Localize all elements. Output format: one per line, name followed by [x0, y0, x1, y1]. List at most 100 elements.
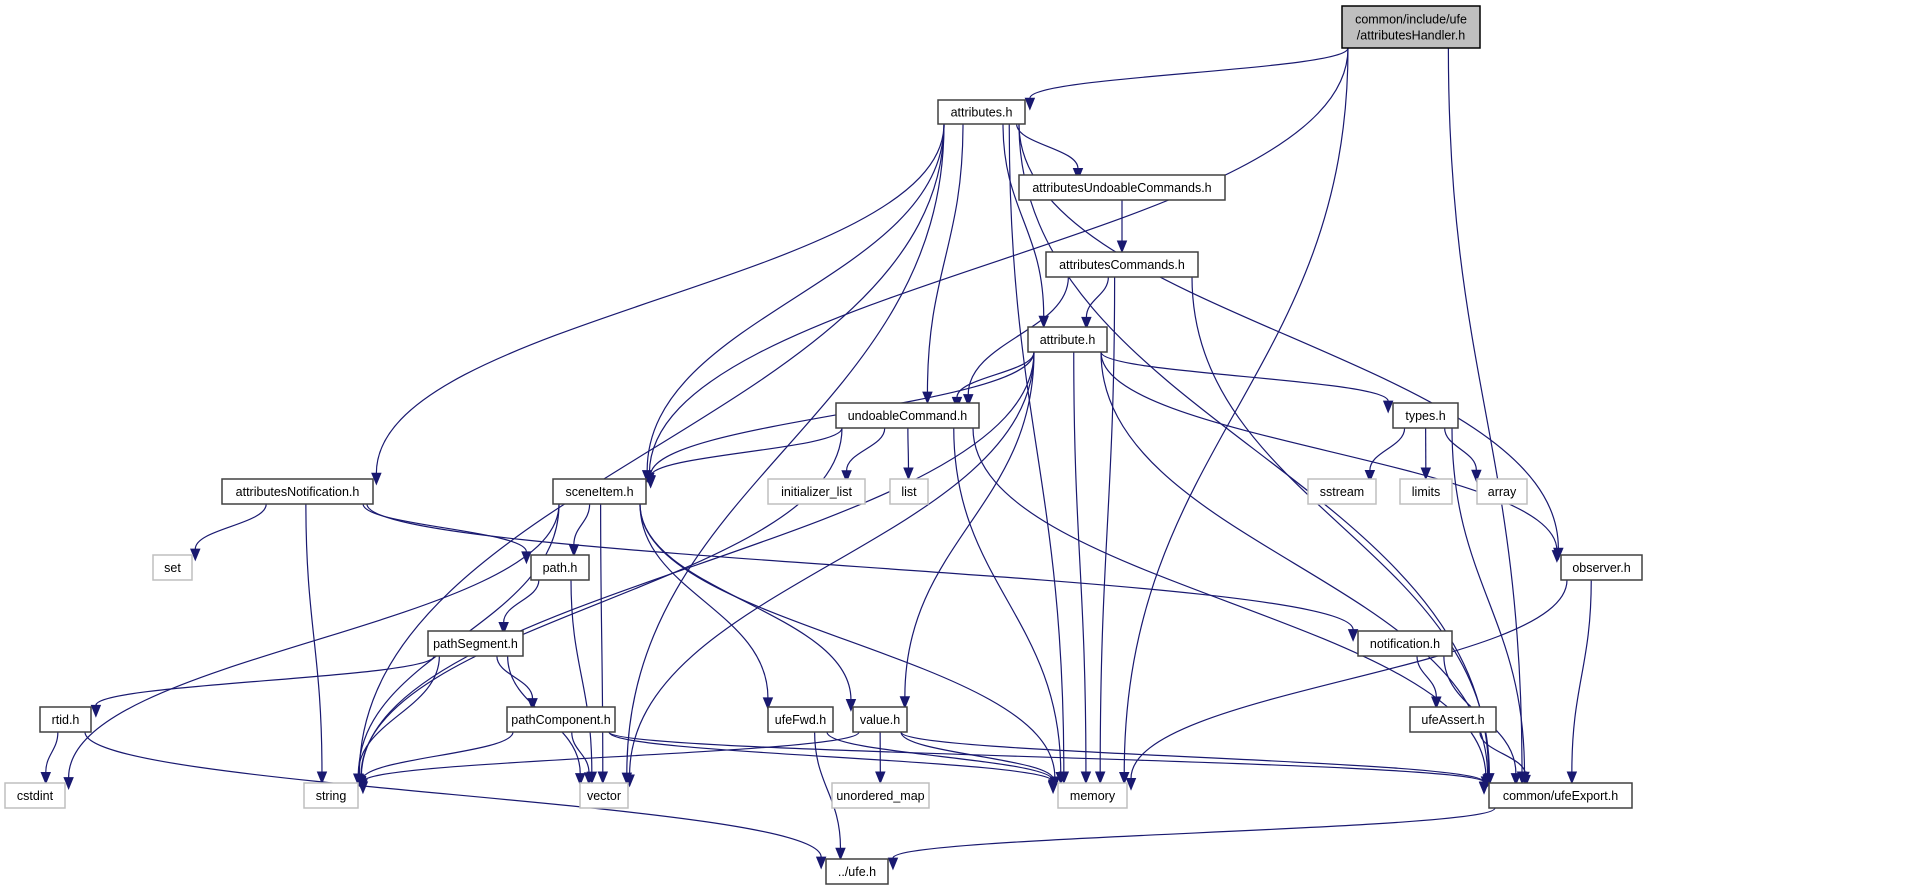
arrowhead-icon [903, 467, 914, 481]
edge-line [626, 123, 945, 774]
node-path[interactable]: path.h [530, 554, 590, 581]
nodes-layer: common/include/ufe/attributesHandler.hat… [4, 5, 1643, 885]
node-undoable-command[interactable]: undoableCommand.h [835, 402, 980, 429]
edge-line [1029, 47, 1349, 99]
edge-line [1018, 123, 1490, 775]
edge-notification-to-ufe-assert [1416, 655, 1442, 710]
node-label: common/include/ufe [1355, 13, 1467, 27]
edge-path-component-to-vector [571, 731, 595, 786]
node-cstdint: cstdint [4, 782, 66, 809]
node-attributes[interactable]: attributes.h [937, 99, 1026, 125]
node-attr-undo-cmds[interactable]: attributesUndoableCommands.h [1018, 174, 1226, 201]
node-ufe-export[interactable]: common/ufeExport.h [1488, 782, 1633, 809]
arrowhead-icon [1478, 781, 1490, 795]
edge-line [1369, 427, 1406, 471]
node-label: ufeFwd.h [775, 713, 826, 727]
node-box [506, 706, 616, 733]
edge-path-to-path-segment [498, 579, 540, 635]
arrowhead-icon [815, 856, 827, 870]
edge-value-to-ufe-export [900, 731, 1490, 795]
arrowhead-icon [1048, 779, 1059, 793]
node-ufe[interactable]: ../ufe.h [825, 858, 889, 885]
node-value[interactable]: value.h [852, 706, 908, 733]
node-box [579, 782, 629, 809]
edge-line [358, 123, 945, 775]
node-label: common/ufeExport.h [1503, 789, 1618, 803]
edge-attributes-to-attr-notif [371, 123, 945, 486]
edge-scene-item-to-memory [639, 503, 1061, 790]
arrowhead-icon [1038, 315, 1049, 329]
node-box [767, 706, 834, 733]
edge-ufe-fwd-to-ufe [814, 731, 846, 861]
node-attribute[interactable]: attribute.h [1027, 326, 1108, 353]
arrowhead-icon [1125, 777, 1137, 791]
edge-line [608, 731, 1054, 783]
node-label: observer.h [1572, 561, 1630, 575]
edge-line [629, 351, 1035, 776]
node-types[interactable]: types.h [1392, 402, 1459, 429]
arrowhead-icon [1510, 773, 1522, 786]
arrowhead-icon [624, 774, 635, 788]
node-list: list [889, 478, 929, 505]
node-attr-notif[interactable]: attributesNotification.h [221, 478, 374, 505]
node-notification[interactable]: notification.h [1357, 630, 1453, 657]
edge-line [926, 123, 964, 393]
node-path-component[interactable]: pathComponent.h [506, 706, 616, 733]
node-label: ../ufe.h [838, 865, 876, 879]
node-set: set [152, 554, 193, 581]
arrowhead-icon [1072, 168, 1084, 181]
edge-attr-notif-to-notification [366, 503, 1359, 642]
node-box [1392, 402, 1459, 429]
node-label: unordered_map [836, 789, 924, 803]
edge-path-segment-to-rtid [90, 655, 435, 718]
node-ufe-fwd[interactable]: ufeFwd.h [767, 706, 834, 733]
edge-attribute-to-value [899, 351, 1035, 710]
arrowhead-icon [845, 699, 857, 712]
edge-line [362, 731, 860, 783]
node-label: cstdint [17, 789, 54, 803]
arrowhead-icon [887, 857, 899, 871]
edge-line [814, 731, 842, 849]
edge-scene-item-to-cstdint [63, 503, 560, 790]
edge-line [360, 351, 1035, 778]
arrowhead-icon [316, 771, 328, 785]
edge-line [1571, 579, 1592, 773]
edge-line [1016, 123, 1079, 169]
node-box [1399, 478, 1453, 505]
arrowhead-icon [1364, 469, 1376, 483]
node-box [530, 554, 590, 581]
edge-line [84, 731, 822, 858]
arrowhead-icon [1566, 771, 1578, 785]
node-attr-cmds[interactable]: attributesCommands.h [1045, 251, 1199, 278]
node-scene-item[interactable]: sceneItem.h [552, 478, 647, 505]
node-ufe-assert[interactable]: ufeAssert.h [1409, 706, 1497, 733]
edge-line [608, 731, 1485, 783]
node-box [427, 630, 524, 657]
edge-line [904, 351, 1035, 697]
edge-line [956, 351, 1035, 398]
node-path-segment[interactable]: pathSegment.h [427, 630, 524, 657]
edge-root-to-attributes [1024, 47, 1349, 111]
arrowhead-icon [574, 773, 586, 786]
edge-line [366, 503, 1354, 630]
arrowhead-icon [1024, 97, 1036, 111]
node-box [221, 478, 374, 505]
node-label: value.h [860, 713, 900, 727]
edge-line [1191, 276, 1490, 774]
node-observer[interactable]: observer.h [1560, 554, 1643, 581]
node-label: attributesUndoableCommands.h [1032, 181, 1211, 195]
arrowhead-icon [1080, 771, 1092, 785]
edge-attribute-to-memory [1073, 351, 1092, 785]
node-box [825, 858, 889, 885]
edge-line [305, 503, 323, 773]
arrowhead-icon [841, 470, 852, 484]
edge-line [845, 427, 886, 471]
edge-line [1073, 351, 1087, 773]
edge-line [1479, 731, 1527, 776]
edge-attr-cmds-to-attribute [1081, 276, 1109, 330]
edge-line [571, 731, 590, 773]
node-label: undoableCommand.h [848, 409, 968, 423]
node-rtid[interactable]: rtid.h [39, 706, 92, 733]
edge-path-component-to-ufe-export [608, 731, 1490, 795]
